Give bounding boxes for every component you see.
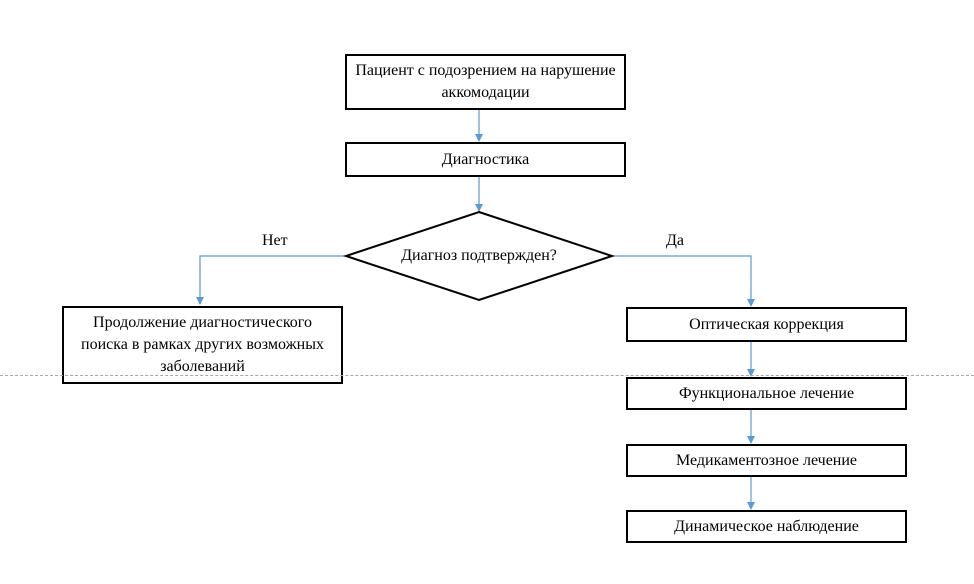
- functional-treatment-text: Функциональное лечение: [678, 384, 855, 402]
- diagnostics-text: Диагностика: [441, 150, 530, 168]
- page-break-line: [0, 375, 974, 376]
- functional-treatment-box: Функциональное лечение: [626, 377, 907, 410]
- decision-diamond: [342, 210, 616, 302]
- decision-text: Диагноз подтвержден?: [401, 247, 557, 264]
- arrow-decision-no: [196, 255, 346, 305]
- no-branch-text: Продолжение диагностического поиска в ра…: [81, 314, 324, 375]
- diagnostics-box: Диагностика: [345, 142, 626, 177]
- optical-correction-text: Оптическая коррекция: [689, 315, 844, 333]
- yes-label: Да: [666, 232, 685, 249]
- optical-correction-box: Оптическая коррекция: [626, 307, 907, 342]
- medication-treatment-box: Медикаментозное лечение: [626, 444, 907, 477]
- start-box: Пациент с подозрением на нарушение акком…: [345, 54, 626, 110]
- dynamic-observation-box: Динамическое наблюдение: [626, 510, 907, 543]
- medication-treatment-text: Медикаментозное лечение: [675, 451, 858, 469]
- start-text: Пациент с подозрением на нарушение акком…: [355, 62, 616, 101]
- no-label: Нет: [262, 232, 288, 249]
- dynamic-observation-text: Динамическое наблюдение: [674, 517, 859, 535]
- no-branch-box: Продолжение диагностического поиска в ра…: [62, 306, 343, 384]
- arrow-decision-yes: [612, 255, 755, 307]
